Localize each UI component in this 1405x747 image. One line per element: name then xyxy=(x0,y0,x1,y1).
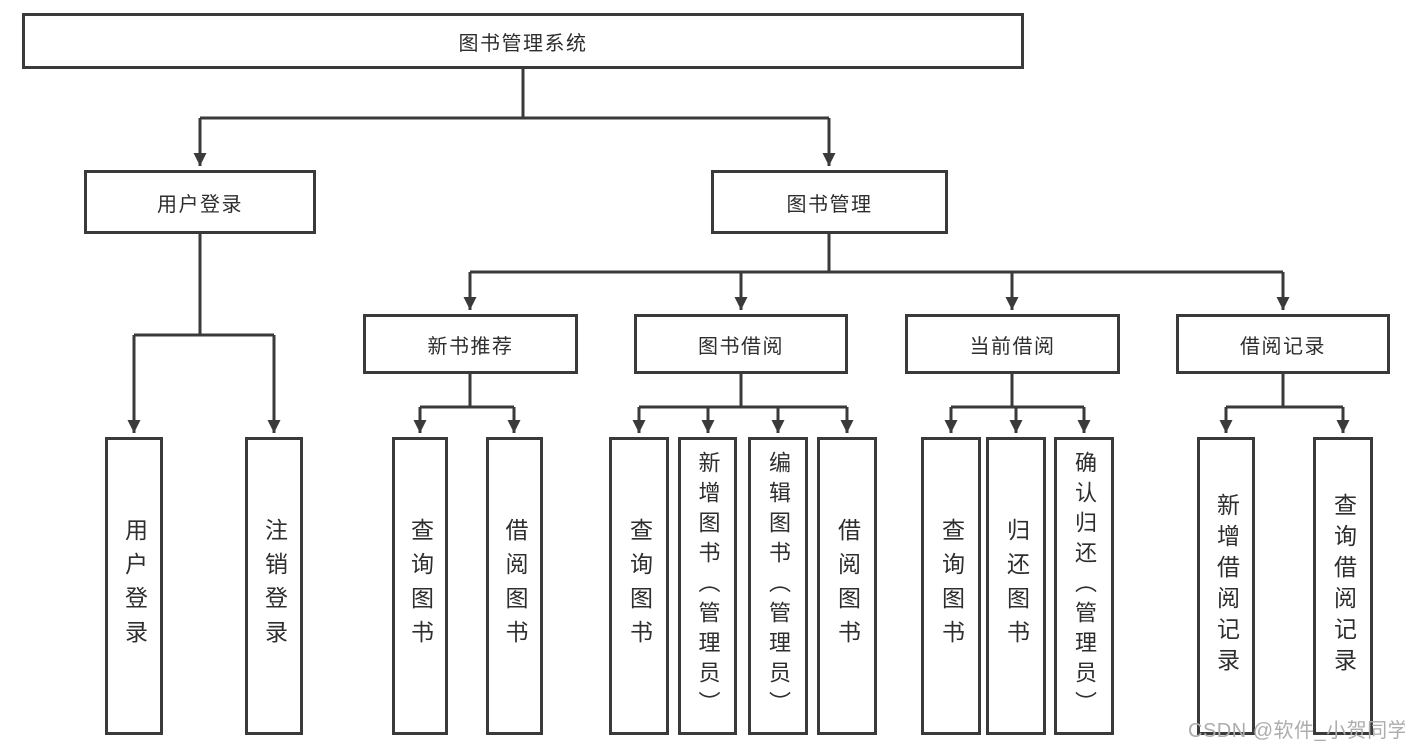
leaf-user-login: 用户登录 xyxy=(105,437,163,735)
leaf-borrowing-query-books: 查询图书 xyxy=(609,437,669,735)
leaf-records-query-record-label: 查询借阅记录 xyxy=(1330,493,1357,679)
leaf-newbook-borrow-books-label: 借阅图书 xyxy=(502,518,528,654)
leaf-records-add-record: 新增借阅记录 xyxy=(1197,437,1255,735)
node-borrowing-records: 借阅记录 xyxy=(1176,314,1390,374)
leaf-current-query-books-label: 查询图书 xyxy=(938,518,965,654)
leaf-current-confirm-return-admin: 确认归还（管理员） xyxy=(1054,437,1114,735)
leaf-borrowing-borrow-books: 借阅图书 xyxy=(817,437,877,735)
leaf-logout: 注销登录 xyxy=(245,437,303,735)
leaf-borrowing-edit-books-admin: 编辑图书（管理员） xyxy=(748,437,808,735)
leaf-borrowing-edit-books-admin-label: 编辑图书（管理员） xyxy=(766,451,791,721)
node-user-login: 用户登录 xyxy=(84,170,316,234)
leaf-logout-label: 注销登录 xyxy=(261,518,288,654)
leaf-newbook-query-books-label: 查询图书 xyxy=(407,518,434,654)
leaf-current-query-books: 查询图书 xyxy=(921,437,981,735)
leaf-newbook-borrow-books: 借阅图书 xyxy=(486,437,543,735)
node-book-borrowing: 图书借阅 xyxy=(634,314,848,374)
leaf-borrowing-query-books-label: 查询图书 xyxy=(626,518,653,654)
leaf-current-return-books: 归还图书 xyxy=(986,437,1046,735)
node-book-management: 图书管理 xyxy=(711,170,948,234)
leaf-user-login-label: 用户登录 xyxy=(121,518,148,654)
leaf-records-query-record: 查询借阅记录 xyxy=(1313,437,1373,735)
leaf-current-confirm-return-admin-label: 确认归还（管理员） xyxy=(1072,451,1097,721)
leaf-current-return-books-label: 归还图书 xyxy=(1003,518,1030,654)
leaf-borrowing-add-books-admin-label: 新增图书（管理员） xyxy=(695,451,721,721)
node-library-management-system: 图书管理系统 xyxy=(22,13,1024,69)
leaf-borrowing-add-books-admin: 新增图书（管理员） xyxy=(678,437,737,735)
csdn-watermark: CSDN @软件_小贺同学 xyxy=(1188,720,1405,742)
leaf-borrowing-borrow-books-label: 借阅图书 xyxy=(834,518,861,654)
node-current-borrowing: 当前借阅 xyxy=(905,314,1120,374)
leaf-newbook-query-books: 查询图书 xyxy=(392,437,448,735)
node-new-book-recommendation: 新书推荐 xyxy=(363,314,578,374)
leaf-records-add-record-label: 新增借阅记录 xyxy=(1213,493,1240,679)
